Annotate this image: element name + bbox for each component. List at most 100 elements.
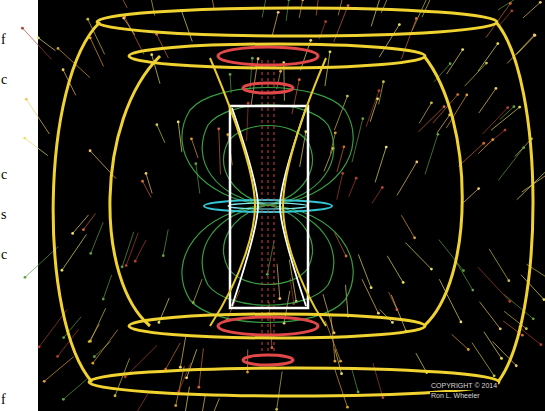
vector-head	[465, 94, 468, 97]
author-watermark: Ron L. Wheeler	[430, 392, 481, 400]
vector-head	[266, 273, 269, 276]
field-vector	[26, 99, 49, 134]
red-axis-lines	[262, 60, 274, 355]
field-vector	[457, 263, 473, 290]
field-vector	[22, 28, 51, 59]
field-vector	[94, 342, 110, 357]
vector-head	[509, 2, 512, 5]
field-vector	[181, 11, 192, 42]
vector-head	[443, 105, 446, 108]
field-vector	[176, 366, 184, 405]
field-vector	[452, 334, 469, 349]
field-vector	[91, 222, 103, 253]
cropped-letter: c	[1, 73, 7, 87]
vector-head	[162, 254, 165, 257]
field-vector	[389, 292, 397, 310]
field-vector	[286, 0, 289, 21]
vector-head	[370, 286, 373, 289]
field-vector	[44, 357, 73, 382]
vector-head	[456, 93, 459, 96]
vector-head	[61, 269, 64, 272]
vector-head	[114, 394, 117, 397]
vector-head	[247, 102, 250, 105]
vector-head	[391, 321, 394, 324]
field-vector	[517, 170, 545, 200]
vector-head	[89, 340, 92, 343]
vector-head	[540, 343, 543, 346]
vector-head	[355, 177, 358, 180]
field-vector	[366, 91, 379, 127]
field-vector	[425, 134, 438, 174]
vector-head	[329, 50, 332, 53]
field-vector	[379, 82, 384, 105]
field-vector	[90, 308, 105, 341]
field-vector	[125, 17, 144, 54]
vector-head	[62, 398, 65, 401]
vector-head	[71, 232, 74, 235]
vector-head	[491, 138, 494, 141]
vector-head	[493, 374, 496, 377]
field-vector	[458, 143, 483, 166]
vector-head	[402, 281, 405, 284]
vector-head	[43, 380, 46, 383]
vector-head	[415, 161, 418, 164]
vector-head	[485, 62, 488, 65]
field-vector	[334, 368, 347, 407]
vector-head	[91, 362, 94, 365]
cropped-letter: c	[1, 248, 7, 262]
vector-head	[382, 80, 385, 83]
vector-head	[246, 371, 249, 374]
vector-head	[89, 252, 92, 255]
vector-head	[499, 327, 502, 330]
vector-head	[179, 366, 182, 369]
yellow-hourglass	[210, 58, 326, 326]
vector-head	[56, 355, 59, 358]
field-vector	[290, 278, 294, 303]
field-vector	[191, 139, 198, 158]
black-ground	[38, 0, 545, 411]
field-vector	[397, 162, 417, 196]
vector-head	[174, 404, 177, 407]
vector-head	[229, 73, 232, 76]
vector-head	[89, 149, 92, 152]
field-vector	[358, 254, 371, 287]
field-vector	[200, 396, 205, 411]
vector-head	[86, 18, 89, 21]
field-vector	[193, 279, 202, 303]
field-vector	[401, 215, 414, 238]
red-rings	[218, 47, 318, 365]
vector-head	[37, 36, 40, 39]
vector-head	[381, 186, 384, 189]
field-vector	[379, 25, 399, 58]
field-vector	[463, 189, 478, 203]
field-vector	[183, 387, 190, 411]
field-vector	[478, 44, 498, 72]
vector-head	[361, 117, 364, 120]
vector-head	[533, 34, 536, 37]
field-vector	[489, 249, 509, 281]
field-vector	[157, 34, 169, 58]
field-vector	[277, 71, 281, 89]
vector-head	[507, 279, 510, 282]
vector-head	[525, 327, 528, 330]
vector-head	[122, 17, 125, 20]
vector-head	[25, 98, 28, 101]
vector-head	[482, 142, 485, 145]
field-vector	[277, 264, 280, 299]
vector-head	[430, 268, 433, 271]
vector-head	[357, 390, 360, 393]
field-vector	[370, 99, 377, 122]
vector-head	[121, 265, 124, 268]
vector-head	[309, 39, 312, 42]
vector-head	[141, 180, 144, 183]
vector-head	[543, 298, 545, 301]
field-vector	[337, 173, 343, 199]
vector-head	[346, 406, 349, 409]
vector-head	[251, 57, 254, 60]
field-vector	[346, 285, 349, 316]
field-vector	[479, 88, 496, 113]
vector-head	[334, 131, 337, 134]
vector-head	[500, 357, 503, 360]
field-vector	[206, 398, 219, 411]
vector-head	[342, 145, 345, 148]
